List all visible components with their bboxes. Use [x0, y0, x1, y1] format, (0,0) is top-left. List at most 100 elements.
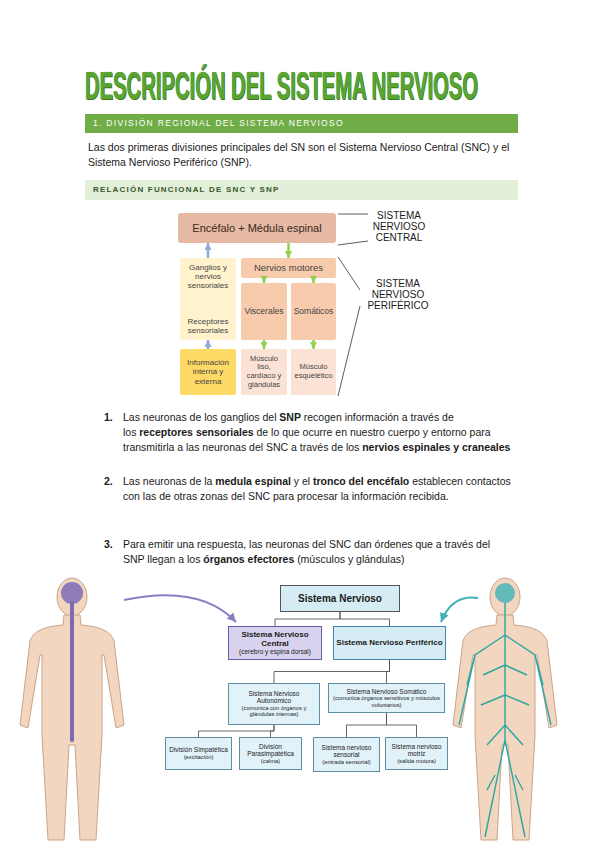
- node-text: Sistema Nervioso Somático: [347, 688, 427, 695]
- node-text: División Parasimpatética: [242, 743, 299, 758]
- flow-box: Viscerales: [241, 283, 287, 340]
- flow-box: Información interna y externa: [180, 349, 236, 395]
- connector: [207, 340, 210, 349]
- flow-box: Sistema Nervioso Periférico: [333, 626, 446, 660]
- node-text: Nervios motores: [254, 263, 323, 274]
- node-text: 1. DIVISIÓN REGIONAL DEL SISTEMA NERVIOS…: [93, 119, 344, 129]
- connector: [271, 725, 275, 737]
- node-text: (calma): [261, 758, 280, 765]
- node-text: Músculo esquelético: [293, 363, 334, 380]
- text-run: Las neuronas de la: [123, 475, 212, 487]
- node-text: (comunica con órganos y glándulas intern…: [231, 705, 317, 718]
- node-text: Sistema nervioso sensorial: [316, 744, 377, 759]
- section-band: 1. DIVISIÓN REGIONAL DEL SISTEMA NERVIOS…: [85, 114, 518, 133]
- leader-line: [338, 257, 360, 290]
- flow-box: Sistema Nervioso: [280, 585, 400, 612]
- node-text: Encéfalo + Médula espinal: [192, 222, 321, 235]
- spinal-cord: [70, 603, 74, 740]
- node-text: (entrada sensorial): [322, 759, 370, 766]
- flow-box: Sistema Nervioso Autonómico(comunica con…: [228, 683, 320, 725]
- list-number: 3.: [104, 537, 122, 552]
- node-text: Sistema Nervioso Central: [231, 630, 319, 648]
- figure-body: [453, 615, 557, 840]
- node-text: (salida motora): [397, 758, 436, 765]
- leader-line: [338, 214, 368, 215]
- flow-box: Somáticos: [291, 283, 336, 340]
- node-text: Sistema Nervioso Autonómico: [231, 690, 317, 705]
- node-text: Sistema nervioso motriz: [388, 743, 445, 758]
- side-label: SISTEMA NERVIOSO PERIFÉRICO: [360, 278, 436, 311]
- pointer-arrow: [124, 595, 236, 622]
- connector: [387, 713, 417, 737]
- section-band: RELACIÓN FUNCIONAL DE SNC Y SNP: [85, 180, 518, 200]
- figure-head: [57, 578, 87, 616]
- node-text: Sistema Nervioso Periférico: [336, 638, 442, 647]
- text-run: órganos efectores: [203, 553, 294, 565]
- flow-box: Sistema nervioso sensorial(entrada senso…: [313, 737, 380, 772]
- text-run: tronco del encéfalo: [313, 475, 409, 487]
- list-number: 1.: [104, 410, 122, 425]
- node-text: Somáticos: [294, 307, 334, 317]
- connector: [263, 340, 266, 349]
- node-text: (cerebro y espina dorsal): [239, 648, 311, 655]
- flow-box: Sistema Nervioso Somático(comunica órgan…: [328, 683, 445, 713]
- node-text: Viscerales: [244, 307, 283, 317]
- flow-box: División Simpatética(excitación): [165, 737, 232, 770]
- flow-box: Músculo liso, cardíaco y glándulas: [241, 349, 287, 395]
- text-run: 2.: [104, 475, 113, 487]
- connector: [207, 243, 210, 258]
- connector: [287, 243, 290, 258]
- list-item: Las neuronas de lamedula espinaly eltron…: [123, 474, 511, 504]
- nerve-lines: [459, 603, 551, 837]
- text-run: 1.: [104, 411, 113, 423]
- text-run: SISTEMA NERVIOSO PERIFÉRICO: [367, 278, 428, 311]
- text-run: y el: [294, 475, 310, 487]
- text-run: SNP: [279, 411, 301, 423]
- node-text: (comunica órganos sensitivos y músculos …: [331, 695, 442, 708]
- side-label: SISTEMA NERVIOSO CENTRAL: [366, 210, 432, 243]
- brain-shape: [495, 583, 515, 603]
- node-text: RELACIÓN FUNCIONAL DE SNC Y SNP: [93, 185, 280, 194]
- text-run: medula espinal: [215, 475, 291, 487]
- list-number: 2.: [104, 474, 122, 489]
- connector: [275, 612, 340, 626]
- flow-box: Nervios motores: [241, 258, 336, 278]
- flow-box: Encéfalo + Médula espinal: [178, 213, 336, 243]
- brain-shape: [61, 582, 83, 604]
- text-run: Las dos primeras divisiones principales …: [88, 141, 509, 168]
- pointer-arrow: [441, 598, 478, 623]
- node-text: (excitación): [184, 754, 214, 761]
- human-figure: [453, 578, 557, 840]
- text-run: (músculos y glándulas): [297, 553, 404, 565]
- connector: [387, 660, 390, 683]
- connector: [312, 340, 315, 349]
- figure-head: [490, 578, 520, 616]
- node-text: Receptores sensoriales: [182, 317, 234, 335]
- page-title: DESCRIPCIÓN DEL SISTEMA NERVIOSO: [85, 66, 478, 106]
- node-text: Ganglios y nervios sensoriales: [182, 263, 234, 291]
- text-run: SISTEMA NERVIOSO CENTRAL: [373, 210, 426, 243]
- node-text: Información interna y externa: [182, 358, 234, 386]
- flow-box: Sistema nervioso motriz(salida motora): [385, 737, 448, 770]
- text-run: Las neuronas de los ganglios del: [123, 411, 277, 423]
- list-item: Las neuronas de los ganglios delSNPrecog…: [123, 410, 511, 455]
- human-figure: [20, 578, 124, 840]
- text-run: 3.: [104, 538, 113, 550]
- flow-box: Sistema Nervioso Central(cerebro y espin…: [228, 626, 322, 660]
- leader-line: [338, 241, 368, 245]
- text-run: nervios espinales y craneales: [362, 441, 510, 453]
- connector: [347, 713, 387, 737]
- connector: [199, 725, 275, 737]
- text-run: receptores sensoriales: [139, 426, 253, 438]
- body-text: Las dos primeras divisiones principales …: [88, 140, 513, 170]
- node-text: División Simpatética: [169, 746, 228, 753]
- node-text: Sistema Nervioso: [298, 593, 382, 605]
- figure-body: [20, 615, 124, 840]
- flow-box: Ganglios y nervios sensorialesReceptores…: [180, 258, 236, 340]
- connector: [274, 660, 390, 683]
- flow-box: Músculo esquelético: [291, 349, 336, 395]
- node-text: Músculo liso, cardíaco y glándulas: [243, 355, 285, 390]
- flow-box: División Parasimpatética(calma): [239, 737, 302, 770]
- connector: [340, 612, 390, 626]
